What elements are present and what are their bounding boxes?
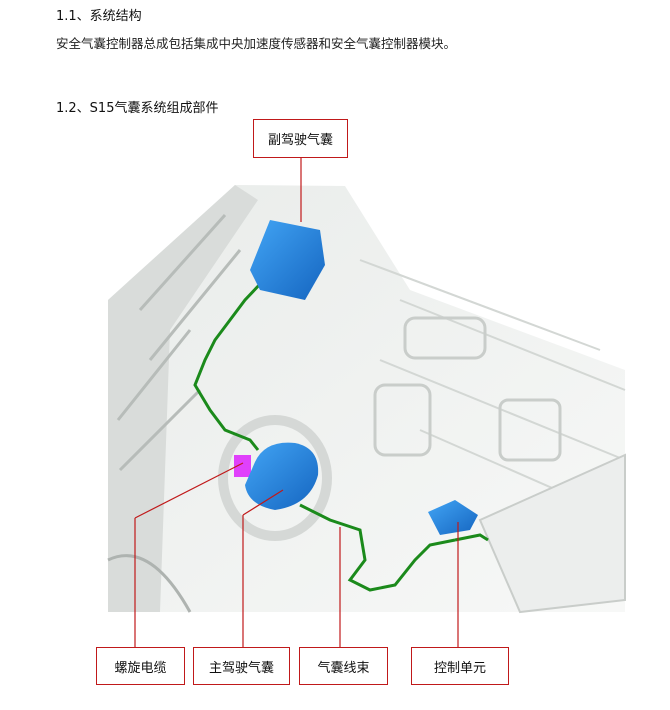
section-1-1-heading: 1.1、系统结构 (56, 9, 142, 24)
steering-wheel (218, 415, 332, 541)
clock-spring (234, 455, 251, 477)
section-1-2-heading: 1.2、S15气囊系统组成部件 (56, 101, 219, 116)
callout-passenger-airbag: 副驾驶气囊 (253, 119, 348, 158)
leader-lines (134, 158, 459, 648)
control-unit (428, 500, 478, 535)
driver-airbag (245, 442, 319, 510)
callout-clock-spring: 螺旋电缆 (96, 647, 185, 685)
passenger-airbag (250, 220, 325, 300)
section-1-1-text: 安全气囊控制器总成包括集成中央加速度传感器和安全气囊控制器模块。 (56, 36, 457, 51)
callout-control-unit: 控制单元 (411, 647, 509, 685)
vehicle-body-render (107, 185, 626, 614)
callout-harness: 气囊线束 (299, 647, 388, 685)
callout-driver-airbag: 主驾驶气囊 (193, 647, 290, 685)
airbag-harness (193, 280, 489, 592)
